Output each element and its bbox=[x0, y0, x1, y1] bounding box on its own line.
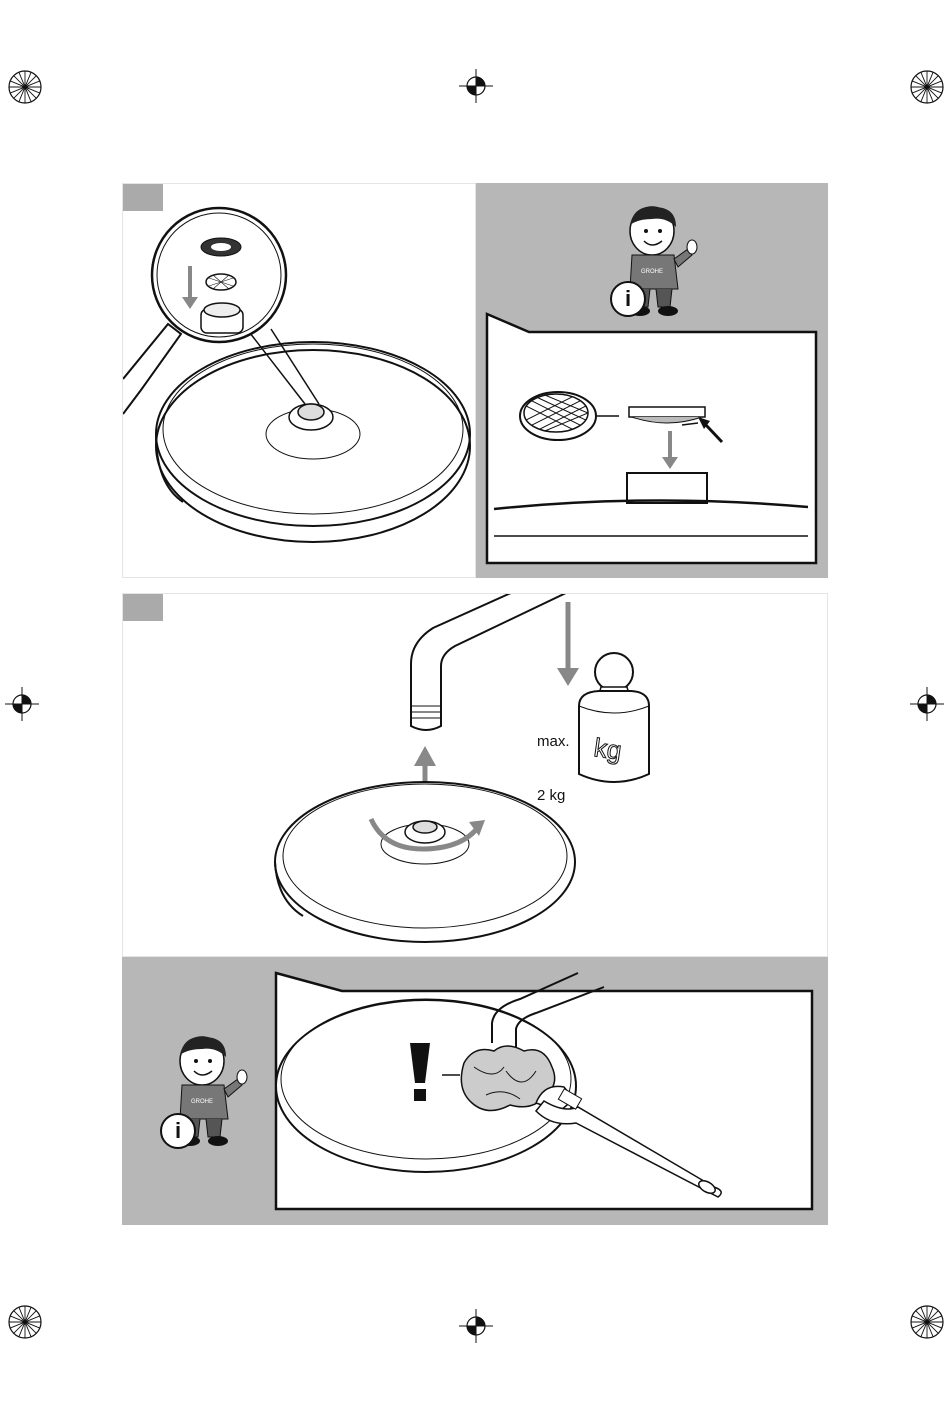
registration-crosshair-icon bbox=[5, 687, 39, 721]
registration-crosshair-icon bbox=[459, 1309, 493, 1343]
starburst-registration-icon bbox=[910, 70, 944, 104]
weight-limit-line2: 2 kg bbox=[537, 787, 570, 805]
weight-unit-text: kg bbox=[592, 732, 623, 766]
wrench-cloth-illustration bbox=[274, 971, 819, 1229]
step2-illustration-panel: kg max. 2 kg bbox=[122, 593, 828, 957]
registration-crosshair-icon bbox=[459, 69, 493, 103]
starburst-registration-icon bbox=[8, 70, 42, 104]
starburst-registration-icon bbox=[910, 1305, 944, 1339]
mascot-shirt-text: GROHE bbox=[641, 269, 663, 275]
step1-info-panel: GROHE i bbox=[476, 183, 828, 578]
mascot-shirt-text: GROHE bbox=[191, 1099, 213, 1105]
filter-detail-illustration bbox=[484, 311, 824, 571]
weight-limit-line1: max. bbox=[537, 733, 570, 751]
starburst-registration-icon bbox=[8, 1305, 42, 1339]
shower-head-magnified-illustration bbox=[123, 184, 475, 577]
step2-info-panel: GROHE i bbox=[122, 957, 828, 1225]
info-icon: i bbox=[160, 1113, 196, 1149]
shower-arm-mounting-illustration: kg bbox=[123, 594, 827, 956]
weight-icon: kg bbox=[579, 653, 649, 782]
step1-illustration-panel bbox=[122, 183, 476, 578]
registration-crosshair-icon bbox=[910, 687, 944, 721]
weight-limit-label: max. 2 kg bbox=[537, 697, 570, 841]
